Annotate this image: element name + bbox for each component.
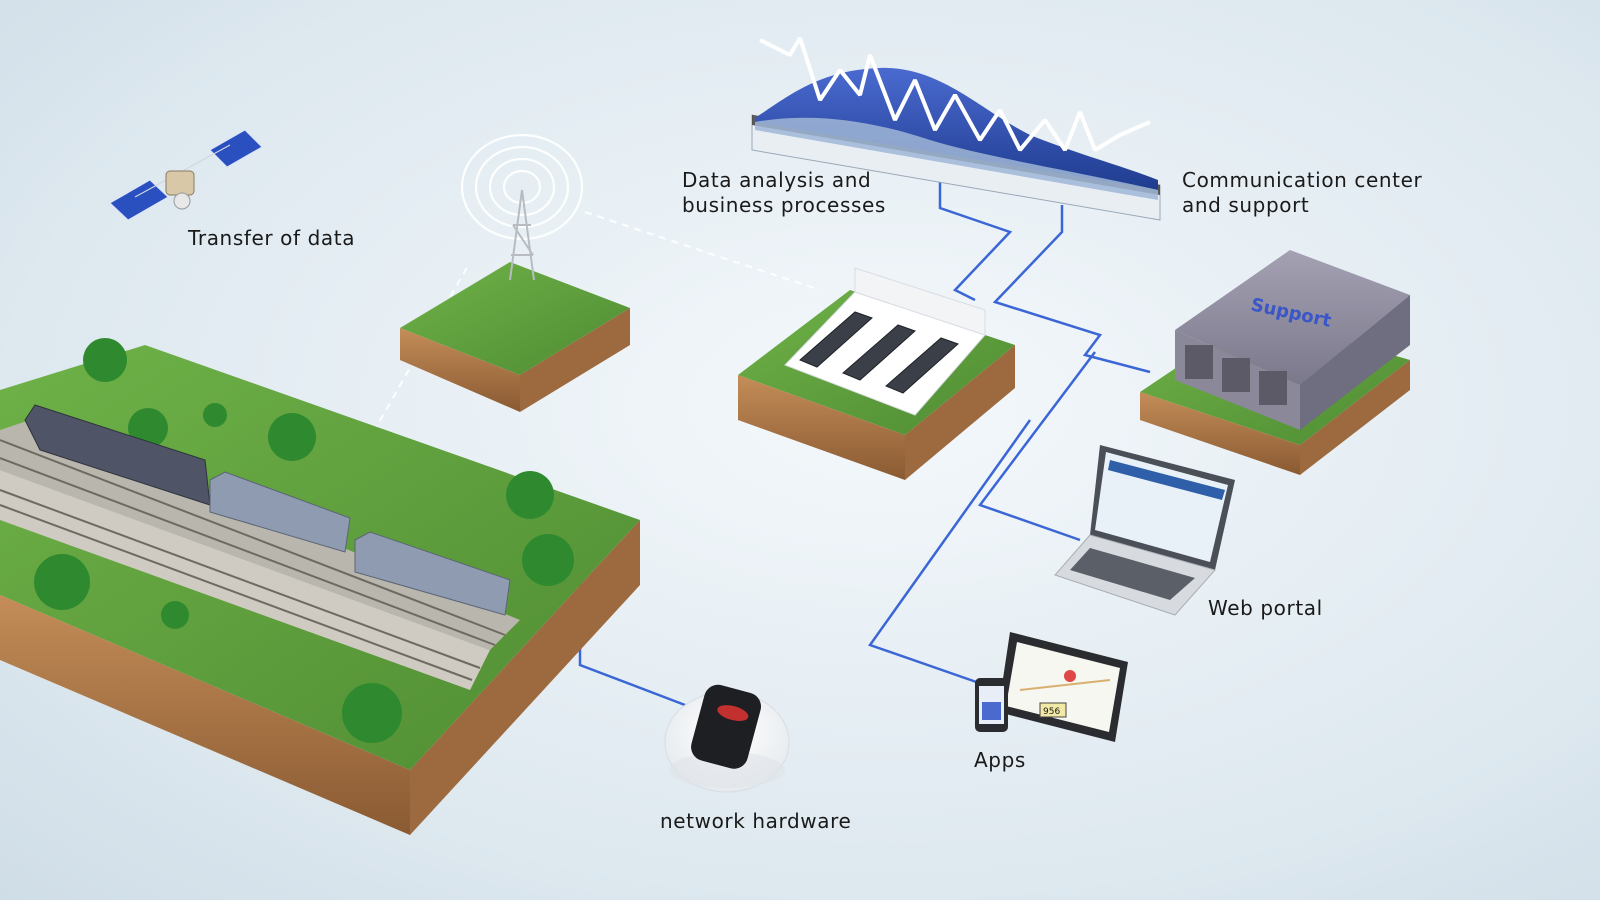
label-communication-center: Communication center and support xyxy=(1182,168,1429,217)
radio-tower-icon xyxy=(460,133,584,281)
label-web-portal: Web portal xyxy=(1208,596,1323,620)
network-hardware-icon xyxy=(664,684,790,793)
link-analytics-support xyxy=(992,205,1151,374)
phone-icon xyxy=(975,678,1008,732)
label-data-analysis-line-2: business processes xyxy=(682,193,886,217)
data-center-island xyxy=(738,267,1015,480)
train-icon xyxy=(24,404,511,616)
label-data-analysis-line-1: Data analysis and xyxy=(682,168,871,192)
label-communication-center-line-1: Communication center xyxy=(1182,168,1423,192)
label-network-hardware: network hardware xyxy=(660,809,851,833)
support-building-icon xyxy=(1175,250,1410,430)
rail-island xyxy=(0,338,640,835)
satellite-icon xyxy=(109,129,263,221)
analytics-chart-icon xyxy=(751,36,1161,221)
laptop-icon xyxy=(1054,445,1235,616)
link-datacenter-webportal xyxy=(977,351,1096,542)
link-datacenter-apps xyxy=(868,419,1032,687)
tablet-badge: 956 xyxy=(1043,707,1060,717)
label-transfer-of-data: Transfer of data xyxy=(187,226,355,250)
tower-island xyxy=(400,262,630,412)
link-analytics-datacenter xyxy=(938,172,1013,302)
link-tower-datacenter xyxy=(584,211,821,291)
label-data-analysis: Data analysis and business processes xyxy=(682,168,886,217)
label-apps: Apps xyxy=(974,748,1026,772)
label-communication-center-line-2: and support xyxy=(1182,193,1309,217)
tablet-icon xyxy=(998,632,1128,742)
